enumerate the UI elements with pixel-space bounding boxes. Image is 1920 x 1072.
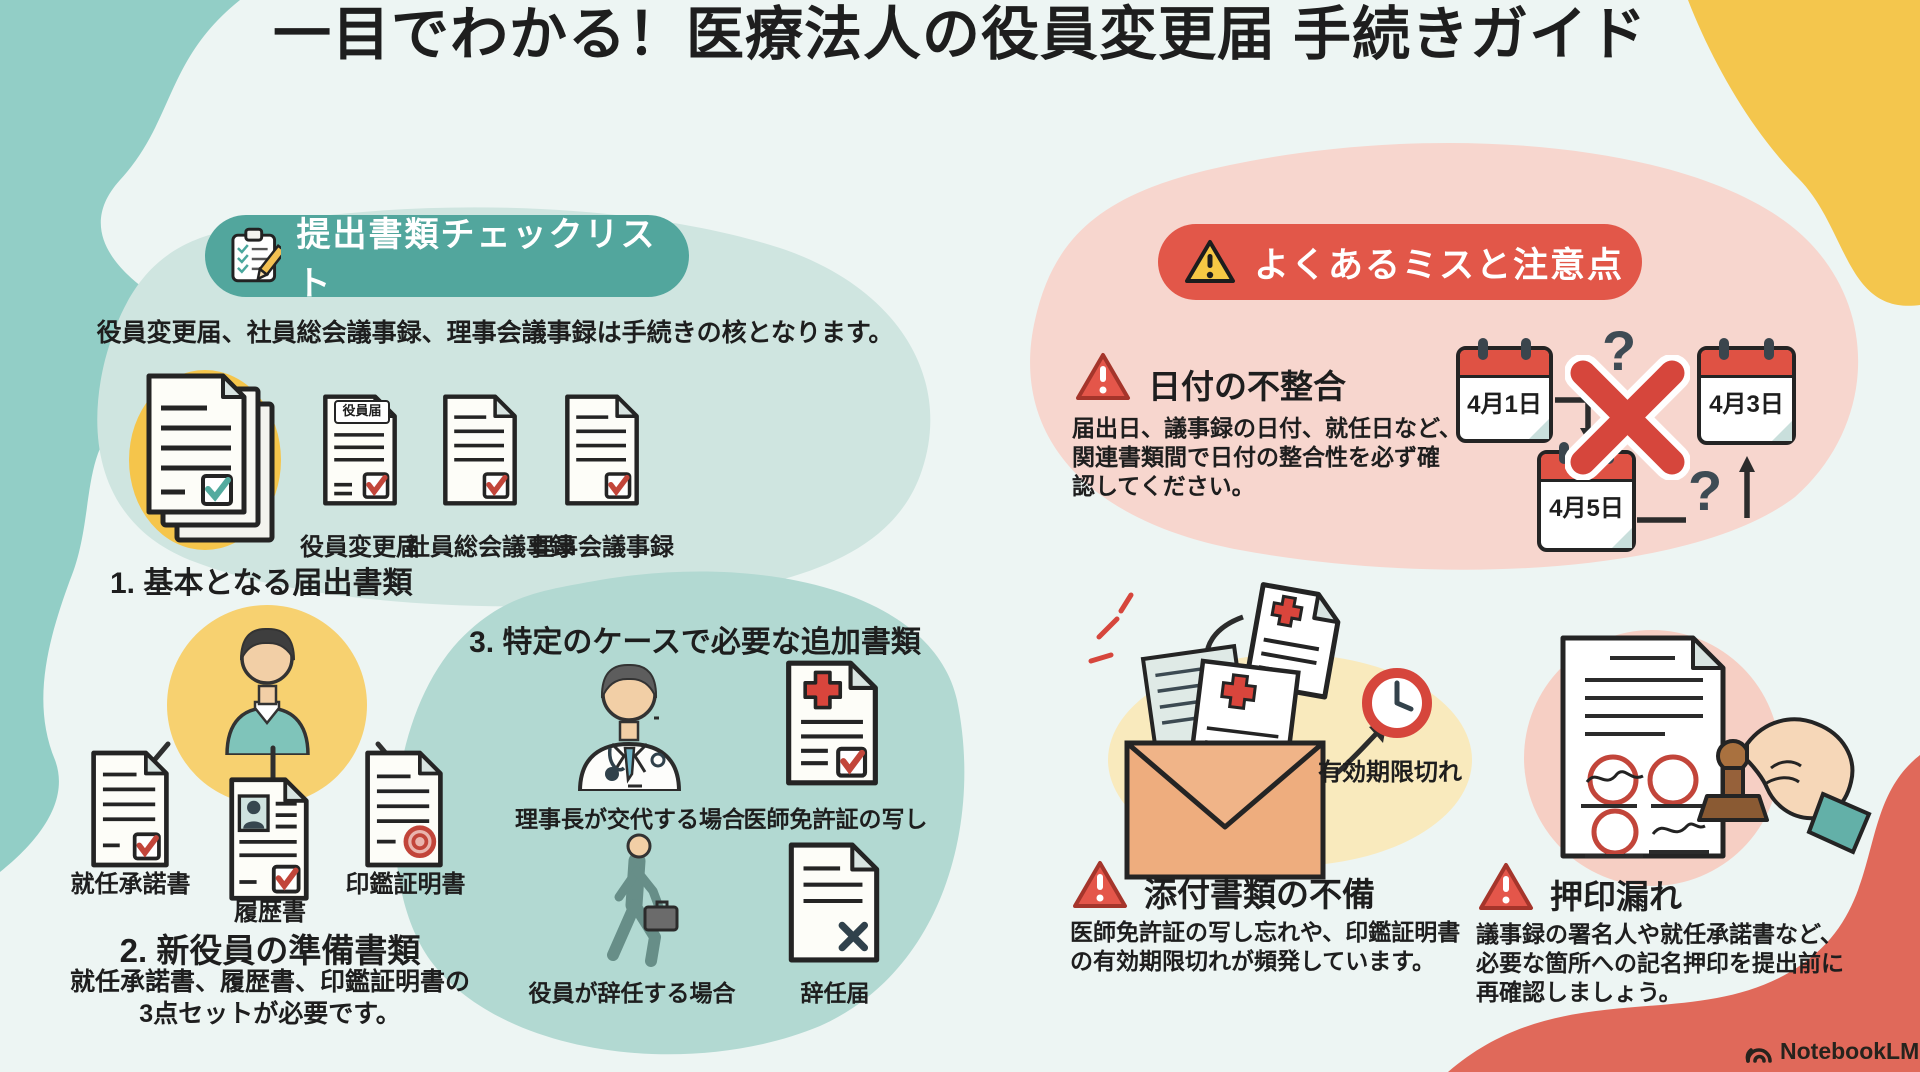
case2-doc-label: 辞任届 (800, 980, 870, 1006)
case1-doc-label: 医師免許証の写し (743, 806, 928, 832)
calendar-fold (1529, 419, 1549, 439)
calendar-ring (1559, 442, 1569, 464)
notebooklm-logo-icon (1745, 1047, 1772, 1063)
page-title: 一目でわかる！医療法人の役員変更届 手続きガイド (272, 2, 1648, 67)
section2-title: 2. 新役員の準備書類 (119, 932, 421, 969)
warning-triangle-red-icon-1 (1076, 353, 1130, 400)
mistake3-title: 押印漏れ (1550, 878, 1682, 915)
checklist-header-label: 提出書類チェックリスト (296, 216, 657, 303)
mistake3-line2: 必要な箇所への記名押印を提出前に (1476, 950, 1844, 976)
stacked-documents-icon (146, 373, 275, 543)
clipboard-pencil-icon (231, 227, 281, 283)
envelope-documents-scene (1088, 582, 1432, 880)
stamp-document-scene (1560, 635, 1872, 859)
calendar-fold (1612, 528, 1632, 548)
person-avatar-icon (225, 627, 310, 755)
resigning-officer-icon (607, 833, 679, 967)
alert-sparks (1088, 592, 1134, 664)
calendar-april1: 4月1日 (1456, 338, 1553, 443)
doc-icon-rirekisho (229, 777, 309, 901)
calendar-ring (1719, 338, 1729, 360)
calendar-date: 4月1日 (1467, 391, 1542, 418)
calendar-ring (1521, 338, 1531, 360)
mistake1-line3: 認してください。 (1072, 473, 1255, 499)
doc-icon-medical-license (786, 660, 878, 786)
mistake1-line1: 届出日、議事録の日付、就任日など、 (1072, 415, 1462, 441)
question-mark-1: ? (1602, 319, 1637, 382)
doc-icon-inkan-shomeisho (365, 750, 443, 868)
doc-icon-riji-gijiroku (565, 394, 639, 506)
mistakes-header-pill: よくあるミスと注意点 (1158, 224, 1642, 300)
calendar-header (1460, 350, 1549, 378)
mistake3-line3: 再確認しましょう。 (1476, 979, 1682, 1005)
envelope-front-flap (1124, 740, 1326, 880)
corner-blob-bottom-right (1448, 755, 1920, 1072)
sleeve-cuff (1806, 791, 1872, 855)
checklist-header-pill: 提出書類チェックリスト (205, 215, 689, 303)
calendar-ring (1764, 338, 1774, 360)
case2-label: 役員が辞任する場合 (528, 980, 736, 1006)
section2-doc-label-3: 印鑑証明書 (345, 871, 466, 898)
question-mark-2: ? (1688, 459, 1723, 522)
calendar-date: 4月5日 (1549, 495, 1624, 522)
red-x-icon (1565, 355, 1690, 480)
mistakes-header-label: よくあるミスと注意点 (1254, 245, 1625, 285)
doc-icon-shain-gijiroku (443, 394, 517, 506)
corner-blob-top-right (1688, 0, 1920, 306)
checklist-intro: 役員変更届、社員総会議事録、理事会議事録は手続きの核となります。 (96, 319, 894, 347)
notebooklm-branding: NotebookLM (1745, 1038, 1919, 1065)
corner-blob-top-left (0, 0, 240, 872)
doc-icon-resignation (788, 842, 880, 963)
warning-triangle-red-icon-2 (1073, 861, 1127, 908)
arrow-to-clock (1335, 731, 1379, 775)
section2-note-line1: 就任承諾書、履歴書、印鑑証明書の (69, 968, 470, 996)
section1-title: 1. 基本となる届出書類 (110, 567, 413, 600)
core-doc-label-3: 理事会議事録 (530, 534, 674, 561)
section2-doc-label-2: 履歴書 (234, 899, 306, 926)
section3-title: 3. 特定のケースで必要な追加書類 (469, 626, 921, 659)
calendar-header (1701, 350, 1792, 378)
section2-note-line2: 3点セットが必要です。 (139, 1000, 401, 1028)
core-doc-label-2: 社員総会議事録 (406, 534, 574, 561)
calendar-fold (1772, 421, 1792, 441)
mistake1-title: 日付の不整合 (1148, 368, 1346, 405)
checklist-blob (97, 207, 931, 607)
doc-badge: 役員届 (334, 400, 390, 424)
mistake3-line1: 議事録の署名人や就任承諾書など、 (1476, 921, 1843, 947)
calendar-april3: 4月3日 (1697, 338, 1796, 445)
section2-doc-label-1: 就任承諾書 (70, 871, 191, 898)
mistake2-line2: の有効期限切れが頻発しています。 (1070, 948, 1436, 974)
notebooklm-logo-text: NotebookLM (1780, 1038, 1920, 1064)
core-doc-label-1: 役員変更届 (300, 534, 420, 561)
mistake2-title: 添付書類の不備 (1144, 876, 1375, 913)
case1-label: 理事長が交代する場合 (515, 806, 745, 832)
doc-icon-shunin-shodakusho (91, 750, 169, 868)
stamp-icon (1697, 739, 1769, 822)
calendar-ring (1478, 338, 1488, 360)
mistake1-line2: 関連書類間で日付の整合性を必ず確 (1072, 444, 1440, 470)
calendar-date: 4月3日 (1709, 391, 1784, 418)
warning-triangle-red-icon-3 (1479, 863, 1533, 910)
expired-label: 有効期限切れ (1318, 759, 1462, 786)
doctor-icon (577, 663, 682, 791)
mistake2-line1: 医師免許証の写し忘れや、印鑑証明書 (1070, 919, 1461, 945)
warning-triangle-yellow-icon (1185, 240, 1235, 283)
